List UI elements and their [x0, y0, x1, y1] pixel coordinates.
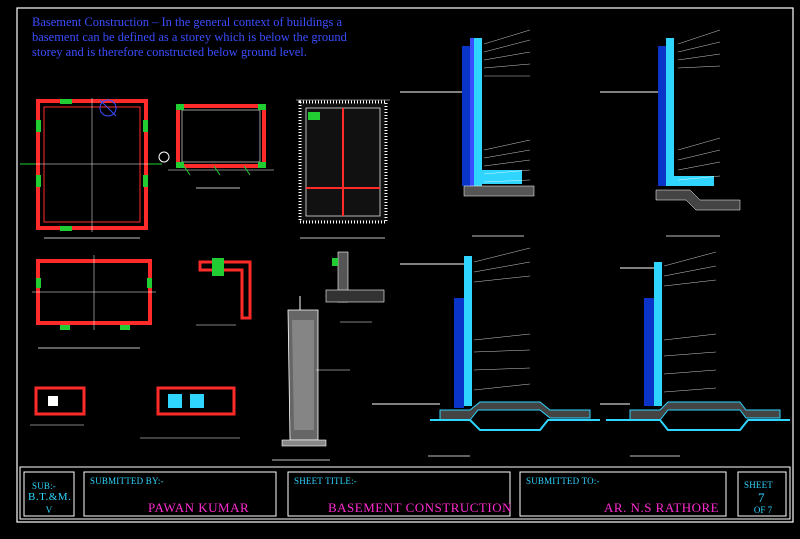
sheet-number: 7 — [758, 490, 765, 505]
joint-detail — [140, 386, 240, 439]
intro-paragraph: Basement Construction – In the general c… — [32, 15, 352, 60]
sheet-of: OF 7 — [753, 505, 773, 515]
basement-slab-plan — [296, 99, 390, 239]
title-block-frame — [19, 466, 791, 520]
section-2 — [600, 29, 741, 237]
subject-number: V — [45, 505, 53, 515]
sheet-title-label: SHEET TITLE:- — [294, 476, 358, 486]
intro-line-1: Basement Construction – In the general c… — [32, 15, 342, 29]
section-4 — [600, 251, 790, 457]
sheet-title-value: BASEMENT CONSTRUCTION — [328, 500, 512, 515]
intro-line-2: basement can be defined as a storey whic… — [32, 30, 347, 44]
submitted-to-label: SUBMITTED TO:- — [526, 476, 600, 486]
submitted-by-label: SUBMITTED BY:- — [90, 476, 164, 486]
wall-detail-small — [30, 386, 86, 426]
retaining-wall-section — [272, 296, 350, 461]
typical-basement-plan — [20, 98, 162, 239]
section-3 — [372, 247, 600, 457]
sheet-border — [16, 7, 794, 523]
section-a-a — [158, 104, 274, 189]
footing-detail — [325, 251, 385, 323]
corner-detail — [196, 258, 252, 326]
intro-line-3: storey and is therefore constructed belo… — [32, 45, 307, 59]
sheet-label: SHEET — [744, 480, 773, 490]
subject-label: SUB:- — [32, 481, 57, 491]
subject-value: B.T.&M. — [28, 491, 72, 503]
submitted-to-value: AR. N.S RATHORE — [604, 500, 720, 515]
typical-rcc-basement-plan — [32, 255, 156, 349]
section-1 — [400, 29, 535, 237]
submitted-by-value: PAWAN KUMAR — [148, 500, 250, 515]
